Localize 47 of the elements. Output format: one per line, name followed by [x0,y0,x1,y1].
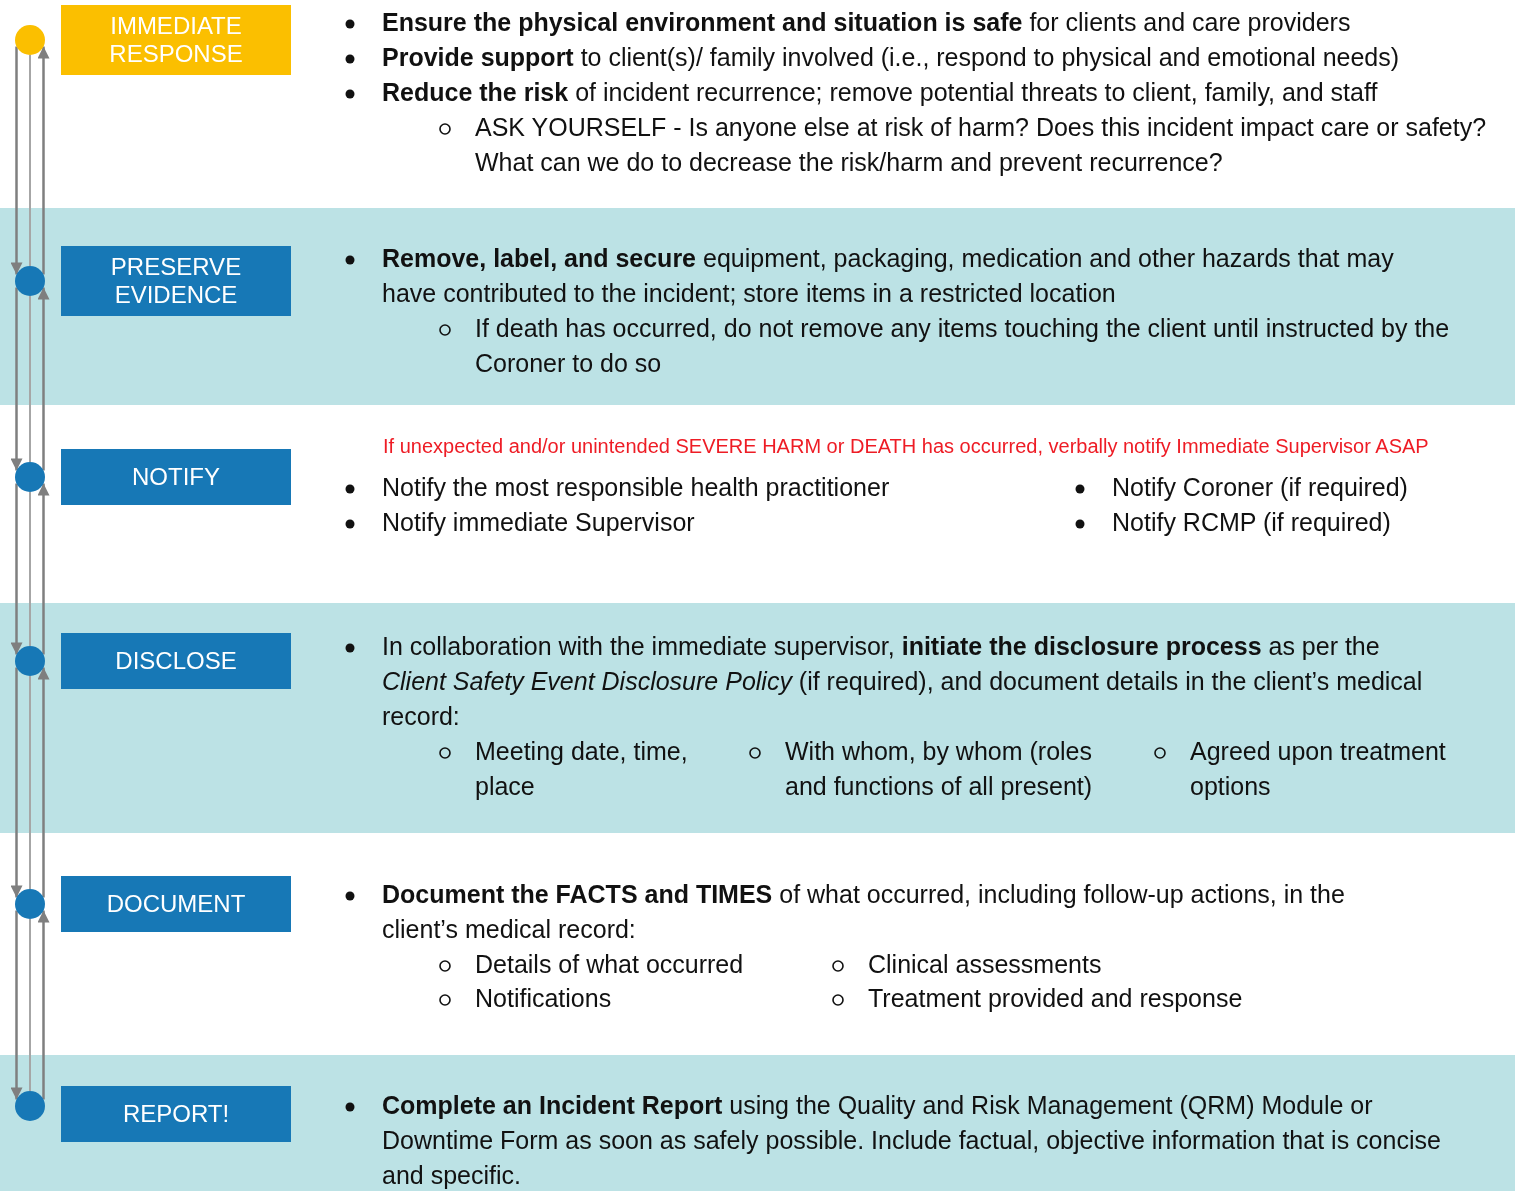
sub-bullet-point: With whom, by whom (roles and functions of all present) [785,736,1094,802]
timeline-line [29,54,31,267]
sub-bullet-point: If death has occurred, do not remove any items touching the client until instructed by the Coroner to do so [475,313,1451,379]
step-label: DOCUMENT [61,876,291,932]
timeline-line [29,491,31,647]
timeline-line [29,295,31,463]
arrow [10,483,23,655]
timeline-dot [15,1091,45,1121]
section-band [0,208,1515,405]
bullet-point: Reduce the risk of incident recurrence; remove potential threats to client, family, and staff [382,77,1379,108]
bullet-point: Ensure the physical environment and situation is safe for clients and care providers [382,7,1352,38]
sub-bullet-point: Notifications [475,983,613,1014]
step-label: REPORT! [61,1086,291,1142]
arrow [10,910,23,1100]
step-label: NOTIFY [61,449,291,505]
step-label: IMMEDIATE RESPONSE [61,5,291,75]
arrow [10,667,23,898]
bullet-point: Notify RCMP (if required) [1112,507,1392,538]
sub-bullet-point: Details of what occurred [475,949,745,980]
section-band [0,603,1515,833]
step-label: PRESERVE EVIDENCE [61,246,291,316]
sub-bullet-point: Agreed upon treatment options [1190,736,1447,802]
timeline-line [29,675,31,890]
arrow [37,483,50,655]
bullet-point: In collaboration with the immediate supervisor, initiate the disclosure process as per the Client Safety Event Disclosure Policy (if required), and document details in the client’s medical record: [382,631,1424,732]
arrow [37,46,50,275]
alert-note: If unexpected and/or unintended SEVERE HARM or DEATH has occurred, verbally notify Immediate Supervisor ASAP [383,434,1430,459]
timeline-dot [15,25,45,55]
bullet-point: Document the FACTS and TIMES of what occurred, including follow-up actions, in the client’s medical record: [382,879,1346,945]
step-label: DISCLOSE [61,633,291,689]
timeline-line [29,918,31,1092]
sub-bullet-point: Clinical assessments [868,949,1103,980]
bullet-point: Notify Coroner (if required) [1112,472,1409,503]
bullet-point: Complete an Incident Report using the Quality and Risk Management (QRM) Module or Downtime Form as soon as safely possible. Include factual, objective information that is concise and specific. [382,1090,1442,1191]
bullet-point: Provide support to client(s)/ family involved (i.e., respond to physical and emotional needs) [382,42,1401,73]
sub-bullet-point: Treatment provided and response [868,983,1244,1014]
arrow [37,287,50,471]
section-band [0,1055,1515,1191]
arrow [37,910,50,1100]
arrow [10,287,23,471]
arrow [37,667,50,898]
bullet-point: Notify immediate Supervisor [382,507,696,538]
bullet-point: Remove, label, and secure equipment, packaging, medication and other hazards that may have contributed to the incident; store items in a restricted location [382,243,1395,309]
arrow [10,46,23,275]
bullet-point: Notify the most responsible health practitioner [382,472,891,503]
sub-bullet-point: ASK YOURSELF - Is anyone else at risk of harm? Does this incident impact care or safety? What can we do to decrease the risk/harm and prevent recurrence? [475,112,1488,178]
sub-bullet-point: Meeting date, time, place [475,736,689,802]
